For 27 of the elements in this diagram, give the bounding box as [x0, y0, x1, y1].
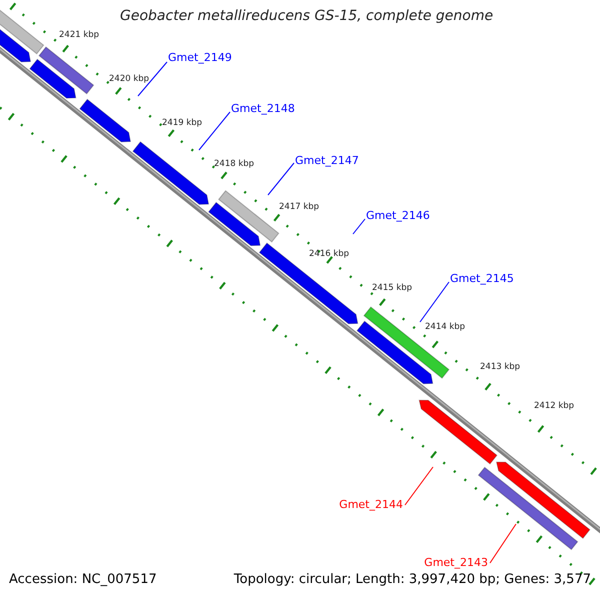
scale-label: 2417 kbp — [279, 202, 320, 211]
scale-label: 2415 kbp — [372, 284, 412, 292]
scale-label: 2421 kbp — [59, 30, 100, 39]
scale-label: 2416 kbp — [309, 250, 350, 258]
leader-line — [420, 282, 450, 322]
gene-label: Gmet_2145 — [450, 273, 514, 284]
accession-text: Accession: NC_007517 — [9, 573, 157, 586]
leader-line — [268, 162, 294, 196]
genome-info-text: Topology: circular; Length: 3,997,420 bp; Genes: 3,577 — [234, 573, 591, 586]
leader-line — [490, 524, 516, 564]
scale-label: 2418 kbp — [214, 160, 254, 168]
gene-label: Gmet_2143 — [424, 557, 488, 568]
gene-label: Gmet_2148 — [231, 103, 295, 114]
title: Geobacter metallireducens GS-15, complete genome — [120, 9, 494, 23]
leader-line — [198, 112, 230, 150]
scale-label: 2412 kbp — [534, 402, 574, 410]
leader-line — [138, 62, 168, 96]
scale-label: 2413 kbp — [480, 362, 520, 371]
gene-label: Gmet_2149 — [168, 52, 232, 63]
scale-label: 2414 kbp — [425, 322, 466, 331]
gene-label: Gmet_2146 — [366, 210, 430, 221]
scale-label: 2420 kbp — [109, 74, 150, 83]
leader-line — [404, 466, 434, 506]
gene-label: Gmet_2144 — [339, 499, 403, 510]
gene-label: Gmet_2147 — [295, 155, 359, 166]
leader-line — [352, 218, 366, 234]
scale-label: 2419 kbp — [162, 118, 202, 127]
